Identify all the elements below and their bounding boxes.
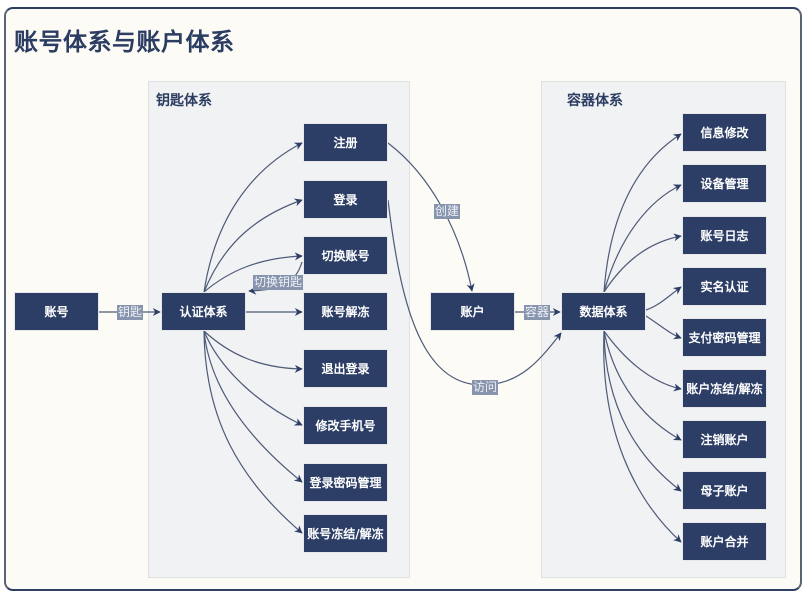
node-login-password-mgmt[interactable]: 登录密码管理 — [303, 463, 388, 502]
node-data-system[interactable]: 数据体系 — [561, 292, 646, 331]
node-account[interactable]: 账户 — [430, 292, 515, 331]
group-container-system-title: 容器体系 — [567, 93, 623, 109]
node-account-id[interactable]: 账号 — [14, 292, 99, 331]
node-register[interactable]: 注册 — [303, 123, 388, 162]
node-login[interactable]: 登录 — [303, 180, 388, 219]
edge-label-create: 创建 — [434, 204, 461, 219]
node-merge-account[interactable]: 账户合并 — [682, 522, 767, 561]
edge-label-access: 访问 — [472, 380, 499, 395]
node-unfreeze-account-id[interactable]: 账号解冻 — [303, 292, 388, 331]
node-switch-account[interactable]: 切换账号 — [303, 236, 388, 275]
node-device-mgmt[interactable]: 设备管理 — [682, 164, 767, 203]
node-parent-child-account[interactable]: 母子账户 — [682, 471, 767, 510]
edge-label-switch-key: 切换钥匙 — [253, 275, 304, 290]
node-auth-system[interactable]: 认证体系 — [161, 292, 246, 331]
node-logout[interactable]: 退出登录 — [303, 349, 388, 388]
node-cancel-account[interactable]: 注销账户 — [682, 420, 767, 459]
node-freeze-account[interactable]: 账户冻结/解冻 — [682, 369, 767, 408]
diagram-title: 账号体系与账户体系 — [14, 28, 235, 56]
group-key-system-title: 钥匙体系 — [156, 93, 212, 109]
edge-label-container: 容器 — [524, 305, 551, 320]
edge-label-key: 钥匙 — [117, 305, 144, 320]
node-real-name-auth[interactable]: 实名认证 — [682, 267, 767, 306]
node-change-phone[interactable]: 修改手机号 — [303, 406, 388, 445]
node-info-edit[interactable]: 信息修改 — [682, 113, 767, 152]
node-freeze-account-id[interactable]: 账号冻结/解冻 — [303, 514, 388, 553]
node-pay-password-mgmt[interactable]: 支付密码管理 — [682, 318, 767, 357]
node-account-log[interactable]: 账号日志 — [682, 216, 767, 255]
